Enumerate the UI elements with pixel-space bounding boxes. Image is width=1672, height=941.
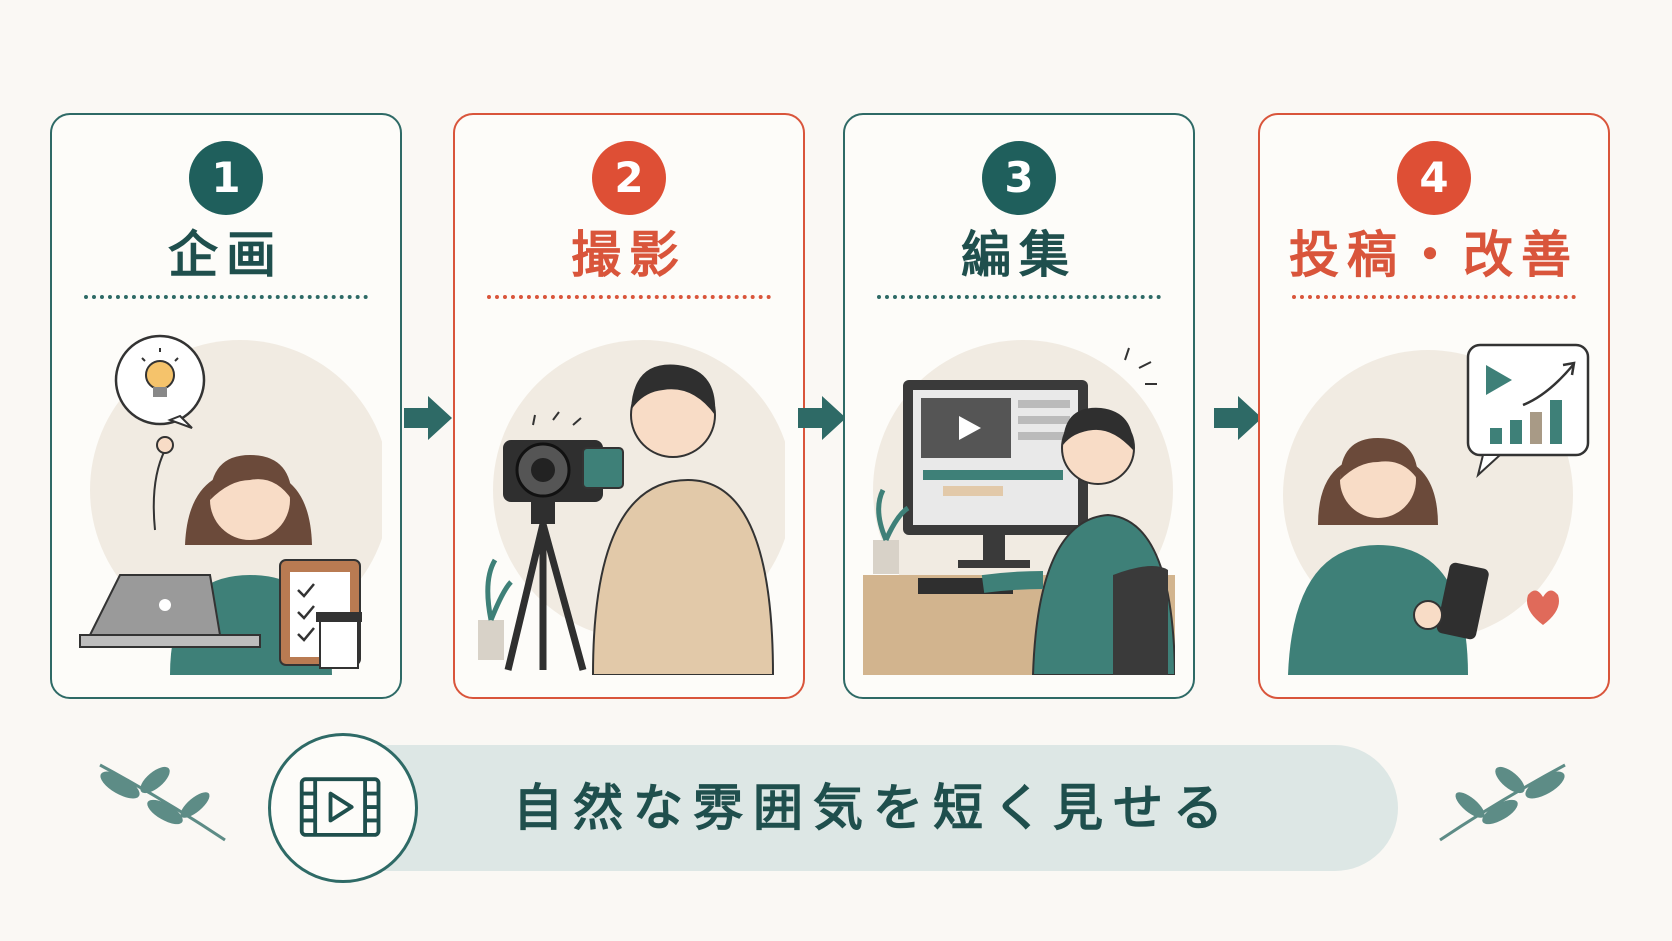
analytics-chart-icon <box>1466 343 1590 478</box>
dotted-divider <box>877 295 1161 299</box>
step-number-badge: 4 <box>1397 141 1471 215</box>
leaf-branch-icon <box>99 763 226 842</box>
filming-illustration <box>478 340 785 675</box>
step-number-badge: 1 <box>189 141 263 215</box>
arrow-right-icon <box>1214 396 1262 440</box>
step-title: 撮影 <box>571 226 687 284</box>
dotted-divider <box>84 295 368 299</box>
film-play-icon <box>268 733 418 883</box>
arrow-right-icon <box>798 396 846 440</box>
banner-text: 自然な雰囲気を短く見せる <box>513 779 1233 837</box>
film-strip-icon <box>299 777 381 837</box>
planning-illustration <box>79 334 382 675</box>
step-number-badge: 2 <box>592 141 666 215</box>
step-card-editing: 3 編集 <box>843 113 1195 699</box>
step-number-badge: 3 <box>982 141 1056 215</box>
heart-icon <box>1527 590 1559 625</box>
message-banner: 自然な雰囲気を短く見せる <box>308 745 1398 871</box>
step-title: 編集 <box>961 226 1077 284</box>
leaf-branch-icon <box>1439 763 1566 842</box>
step-card-posting-improvement: 4 投稿・改善 <box>1258 113 1610 699</box>
editing-illustration <box>863 340 1175 675</box>
lightbulb-icon <box>114 334 206 429</box>
step-title: 投稿・改善 <box>1289 226 1579 284</box>
dotted-divider <box>487 295 771 299</box>
step-card-filming: 2 撮影 <box>453 113 805 699</box>
arrow-right-icon <box>404 396 452 440</box>
step-card-planning: 1 企画 <box>50 113 402 699</box>
dotted-divider <box>1292 295 1576 299</box>
step-title: 企画 <box>168 226 284 284</box>
posting-illustration <box>1283 343 1590 675</box>
